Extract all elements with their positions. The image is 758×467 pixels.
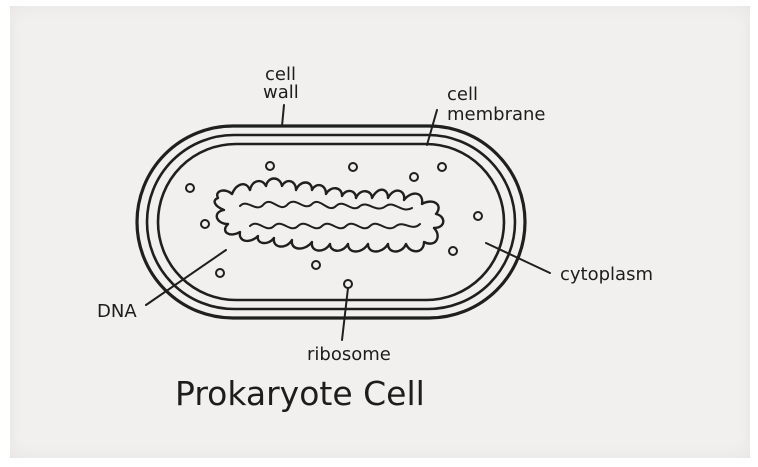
ribosome-dot <box>410 173 418 181</box>
dna-nucleoid <box>215 179 444 252</box>
dna-strand-upper <box>240 202 412 210</box>
ribosome-dot <box>344 280 352 288</box>
ribosome-dot <box>201 220 209 228</box>
ribosome-dot <box>449 247 457 255</box>
ribosome-dot <box>266 162 274 170</box>
ribosome-dot <box>474 212 482 220</box>
ribosome-dot <box>186 184 194 192</box>
ribosome-dot <box>312 261 320 269</box>
label-cell-membrane-line1: cell <box>447 84 478 105</box>
ribosome-leader <box>342 288 348 340</box>
ribosome-dot <box>438 163 446 171</box>
ribosome-dot <box>216 269 224 277</box>
label-cytoplasm: cytoplasm <box>560 264 653 285</box>
label-cell-membrane-line2: membrane <box>447 104 545 125</box>
cell-wall-leader <box>282 105 284 126</box>
ribosome-dot <box>349 163 357 171</box>
cell-membrane <box>158 144 504 300</box>
label-ribosome: ribosome <box>307 344 391 365</box>
dna-strand-lower <box>250 224 420 229</box>
diagram-title: Prokaryote Cell <box>175 374 425 413</box>
label-cell-wall-line2: wall <box>263 82 299 103</box>
label-dna: DNA <box>97 301 137 322</box>
